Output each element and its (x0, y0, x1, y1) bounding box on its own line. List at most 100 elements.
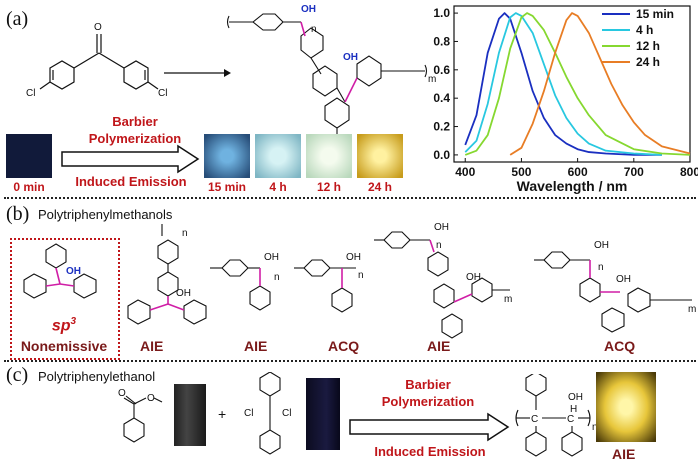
barbier-line2: Polymerization (88, 131, 182, 146)
cl-right: Cl (158, 88, 167, 99)
n-b4: n (436, 240, 442, 251)
structure-b3: OH n (294, 252, 364, 313)
separator-2 (4, 360, 696, 362)
legend-label: 24 h (636, 55, 660, 69)
c-atom-1: C (531, 414, 538, 425)
triphenylmethanol-structure: OH (23, 243, 97, 299)
n-c: n (592, 422, 598, 433)
structure-b4: OH OH n m (374, 222, 512, 339)
barbier-line1: Barbier (112, 114, 158, 129)
nonemissive-label: Nonemissive (20, 338, 108, 354)
x-tick-label: 500 (511, 165, 531, 179)
polymer-n: n (311, 24, 317, 35)
y-tick-label: 0.6 (433, 63, 450, 77)
emission-spectra-chart: 400 500 600 700 800 0.0 0.2 0.4 0.6 0.8 1.0 15 min… (433, 5, 698, 194)
barbier-c-line1: Barbier (405, 377, 451, 392)
oh-b1: OH (176, 288, 191, 299)
n-b1: n (182, 228, 188, 239)
legend-label: 15 min (636, 7, 674, 21)
photo-24h (357, 134, 403, 178)
y-tick-label: 0.4 (433, 91, 450, 105)
polymer-structure-a: OH OH n m (226, 4, 436, 140)
ester-o2: O (147, 393, 155, 404)
plus-sign: + (218, 406, 227, 422)
oh-b2: OH (264, 252, 279, 263)
label-b5: ACQ (604, 338, 636, 354)
monomer-structure: O Cl Cl (26, 22, 167, 99)
aie-powder-photo (596, 372, 656, 442)
series-line-12-h (464, 12, 691, 156)
series-line-4-h (464, 12, 662, 156)
tick-layer: 400 500 600 700 800 0.0 0.2 0.4 0.6 0.8 1.0 (433, 6, 698, 179)
time-24h: 24 h (367, 180, 392, 194)
label-b1: AIE (140, 338, 164, 354)
n-b5: n (598, 262, 604, 273)
structure-b5: OH OH n m (534, 240, 696, 333)
barbier-label-c: Barbier Polymerization (346, 376, 510, 410)
nonemissive-box (10, 238, 120, 360)
carbonyl-o: O (94, 22, 102, 33)
oh-b4: OH (434, 222, 449, 233)
oh-b5: OH (594, 240, 609, 251)
polymer-oh-2: OH (343, 52, 358, 63)
y-tick-label: 0.8 (433, 34, 450, 48)
label-b4: AIE (427, 338, 451, 354)
induced-emission-a: Induced Emission (75, 174, 187, 189)
m-b5: m (688, 304, 696, 315)
structure-b2: OH n (210, 252, 280, 311)
label-b2: AIE (244, 338, 268, 354)
legend-label: 12 h (636, 39, 660, 53)
photo-12h (306, 134, 352, 178)
methyl-benzoate-structure: O O (118, 388, 163, 443)
plot-frame (453, 5, 691, 163)
y-tick-label: 1.0 (433, 6, 450, 20)
polymer-oh: OH (301, 4, 316, 15)
dichlorodiphenylmethane-structure: Cl Cl (244, 372, 291, 455)
series-layer (464, 12, 691, 156)
oh-b3: OH (346, 252, 361, 263)
y-tick-label: 0.0 (433, 148, 450, 162)
cl-left: Cl (26, 88, 35, 99)
oh-label: OH (66, 266, 81, 277)
x-tick-label: 400 (455, 165, 475, 179)
aie-label-c: AIE (612, 446, 636, 462)
reaction-arrow-a (164, 69, 231, 77)
panel-b-title: Polytriphenylmethanols (38, 207, 173, 222)
barbier-c-line2: Polymerization (381, 394, 475, 409)
photo-4h (255, 134, 301, 178)
photo-15min (204, 134, 250, 178)
y-tick-label: 0.2 (433, 120, 450, 134)
polytriphenylethanol-structure: C C OH H n (515, 374, 598, 457)
panel-b-label: (b) (6, 203, 30, 225)
series-line-24-h (509, 12, 691, 156)
m-b4: m (504, 294, 512, 305)
series-line-15-min (464, 12, 662, 156)
h-c: H (570, 404, 577, 415)
x-tick-label: 800 (680, 165, 698, 179)
time-12h: 12 h (316, 180, 341, 194)
time-15min: 15 min (207, 180, 246, 194)
vial-dichloride-photo (306, 378, 340, 450)
separator-1 (4, 197, 696, 199)
structure-b1: OH n (127, 224, 207, 325)
time-4h: 4 h (269, 180, 287, 194)
legend-label: 4 h (636, 23, 653, 37)
cl-c2: Cl (282, 408, 291, 419)
time-0min: 0 min (13, 180, 45, 194)
panel-c-label: (c) (6, 364, 29, 386)
hollow-arrow-c (349, 412, 510, 442)
x-tick-label: 600 (568, 165, 588, 179)
x-tick-label: 700 (624, 165, 644, 179)
label-b3: ACQ (328, 338, 360, 354)
sp3-sup: 3 (70, 316, 77, 327)
oh-c: OH (568, 392, 583, 403)
c-atom-2: C (567, 414, 574, 425)
ester-o1: O (118, 388, 126, 399)
barbier-label-a: Barbier Polymerization (70, 113, 200, 147)
sp3-text: sp (51, 317, 71, 335)
x-axis-label: Wavelength / nm (517, 178, 628, 194)
oh-b4-2: OH (466, 272, 481, 283)
photo-0min (6, 134, 52, 178)
oh-b5-2: OH (616, 274, 631, 285)
